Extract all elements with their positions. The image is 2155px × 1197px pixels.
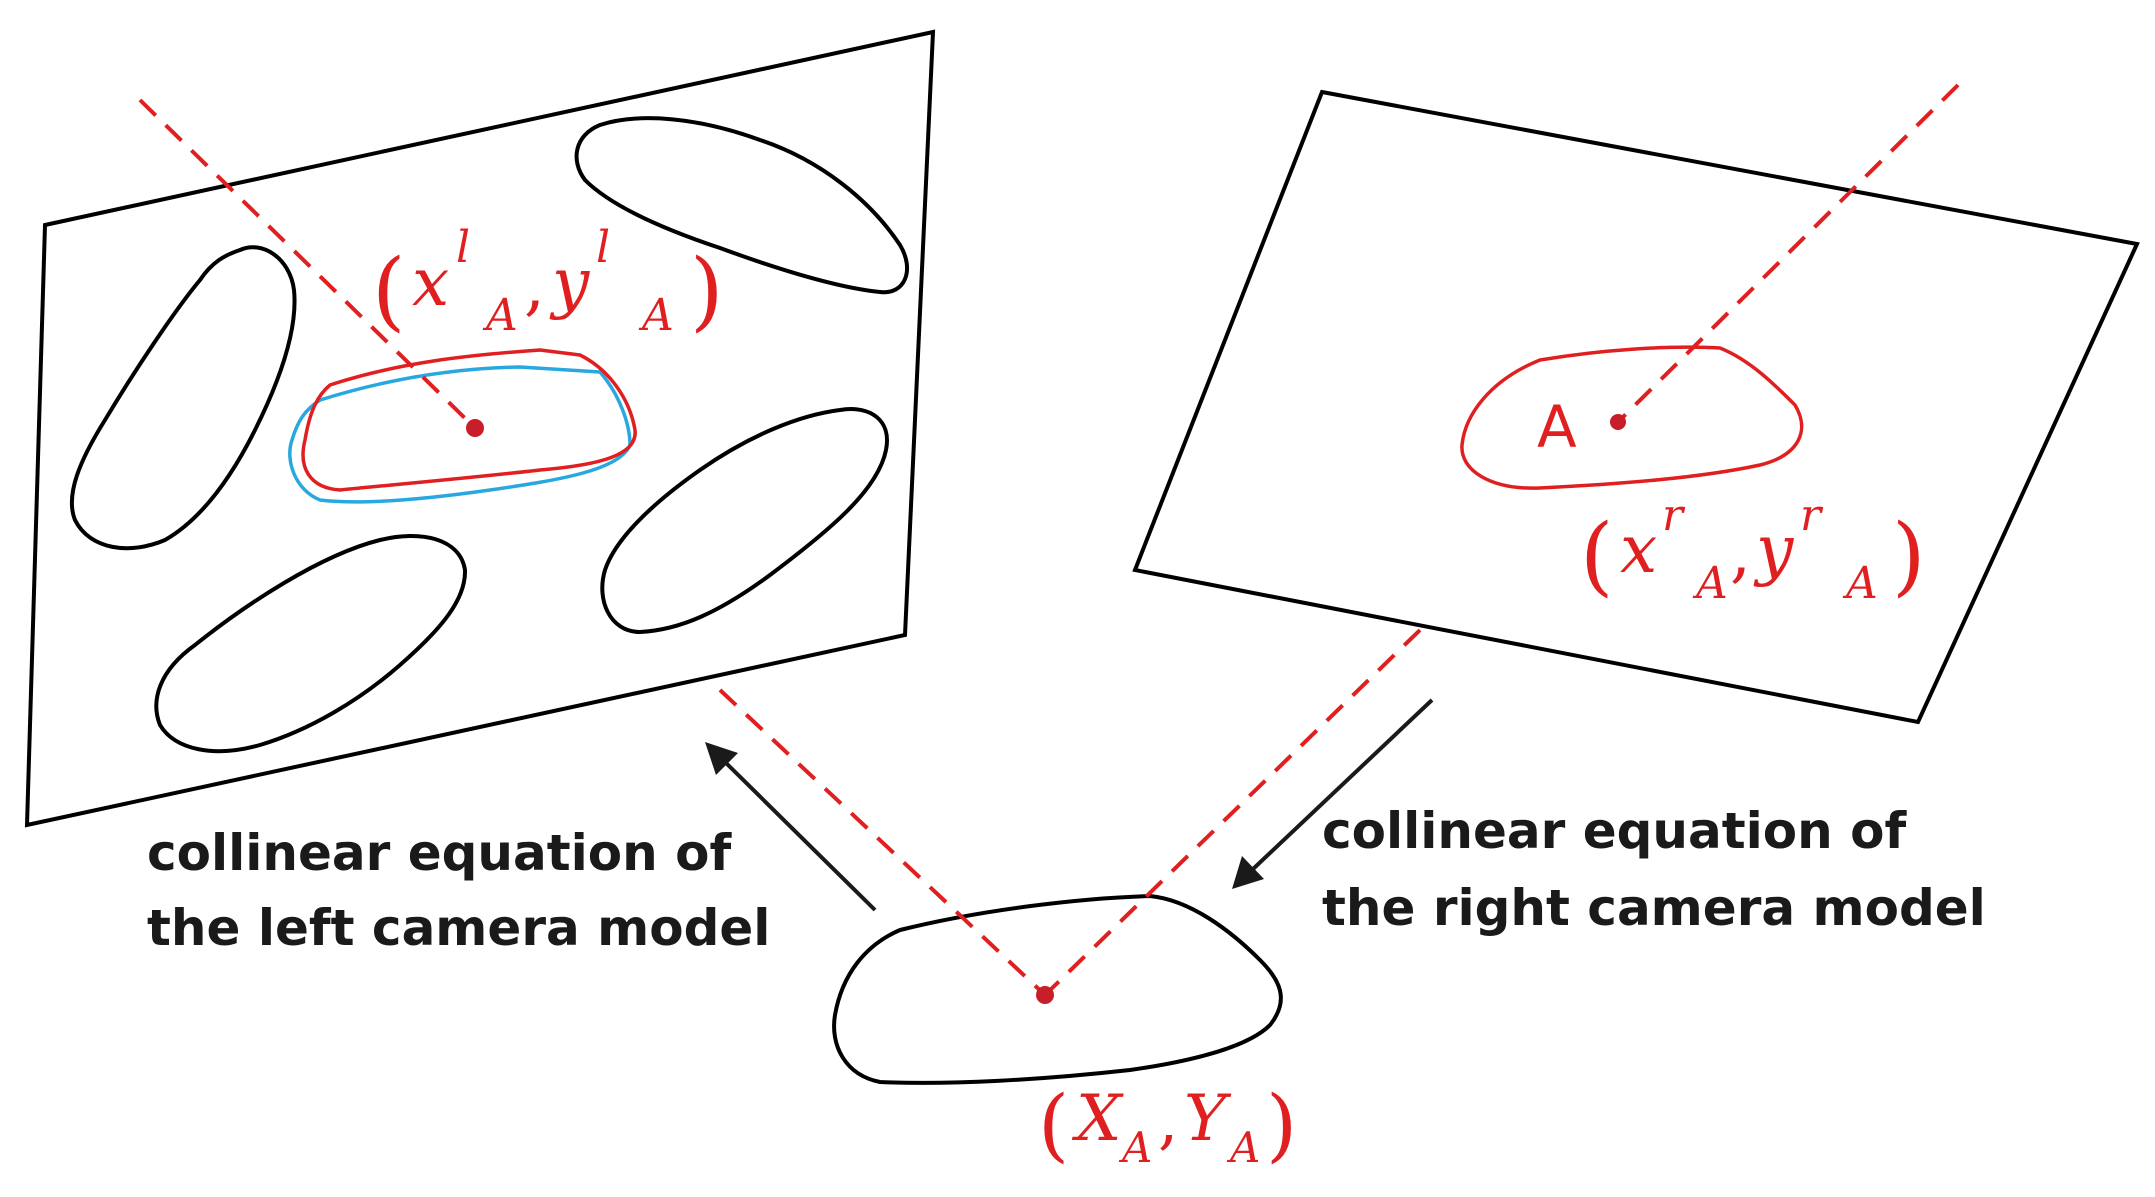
left-grain-top-right [574, 116, 910, 295]
svg-text:): ) [1266, 1078, 1297, 1171]
left-caption-line-2: the left camera model [147, 899, 770, 957]
right-caption-line-1: collinear equation of [1322, 802, 1908, 860]
svg-text:y: y [549, 244, 590, 321]
svg-text:A: A [1842, 558, 1878, 609]
svg-text:(: ( [1580, 506, 1614, 606]
svg-text:): ) [690, 241, 724, 341]
left-ray-extension [138, 98, 477, 430]
left-matched-grain-blue [288, 365, 632, 504]
svg-text:(: ( [1038, 1078, 1069, 1171]
svg-text:r: r [1662, 490, 1686, 541]
right-ray-to-object [1043, 628, 1422, 997]
left-grain-bottom [154, 533, 468, 754]
svg-text:,: , [524, 247, 545, 324]
svg-text:X: X [1071, 1082, 1124, 1156]
svg-text:l: l [456, 222, 470, 273]
svg-text:y: y [1753, 511, 1794, 588]
object-point [1036, 986, 1054, 1004]
svg-text:r: r [1800, 490, 1824, 541]
right-ray-extension [1616, 83, 1960, 424]
svg-text:x: x [1620, 511, 1657, 588]
left-matched-grain-red [301, 348, 637, 492]
svg-text:A: A [1226, 1123, 1260, 1172]
svg-text:(: ( [372, 241, 406, 341]
svg-text:x: x [412, 244, 449, 321]
right-caption-line-2: the right camera model [1322, 879, 1986, 937]
right-matched-grain [1460, 345, 1804, 490]
svg-text:A: A [482, 290, 518, 341]
svg-text:l: l [596, 222, 610, 273]
object-grain [832, 894, 1283, 1085]
object-point-label: ( X A , Y A ) [1038, 1078, 1297, 1172]
right-point-letter: A [1537, 393, 1577, 461]
left-grain-right [600, 407, 889, 634]
left-image-point [466, 419, 484, 437]
left-image-point-label: ( x l A , y l A ) [372, 222, 724, 341]
svg-text:A: A [1118, 1123, 1152, 1172]
svg-text:A: A [1692, 558, 1728, 609]
right-projection-arrow [1232, 698, 1434, 889]
right-image-point-label: ( x r A , y r A ) [1580, 490, 1926, 609]
svg-text:A: A [638, 290, 674, 341]
svg-text:,: , [1730, 514, 1751, 591]
right-image-plane [1132, 89, 2140, 725]
left-projection-arrow [705, 742, 877, 912]
svg-text:Y: Y [1184, 1082, 1232, 1156]
svg-text:): ) [1892, 506, 1926, 606]
left-grain-far-left [69, 245, 297, 551]
left-caption-line-1: collinear equation of [147, 824, 733, 882]
right-image-point [1610, 414, 1626, 430]
svg-text:,: , [1158, 1084, 1178, 1158]
left-ray-to-object [718, 688, 1047, 997]
